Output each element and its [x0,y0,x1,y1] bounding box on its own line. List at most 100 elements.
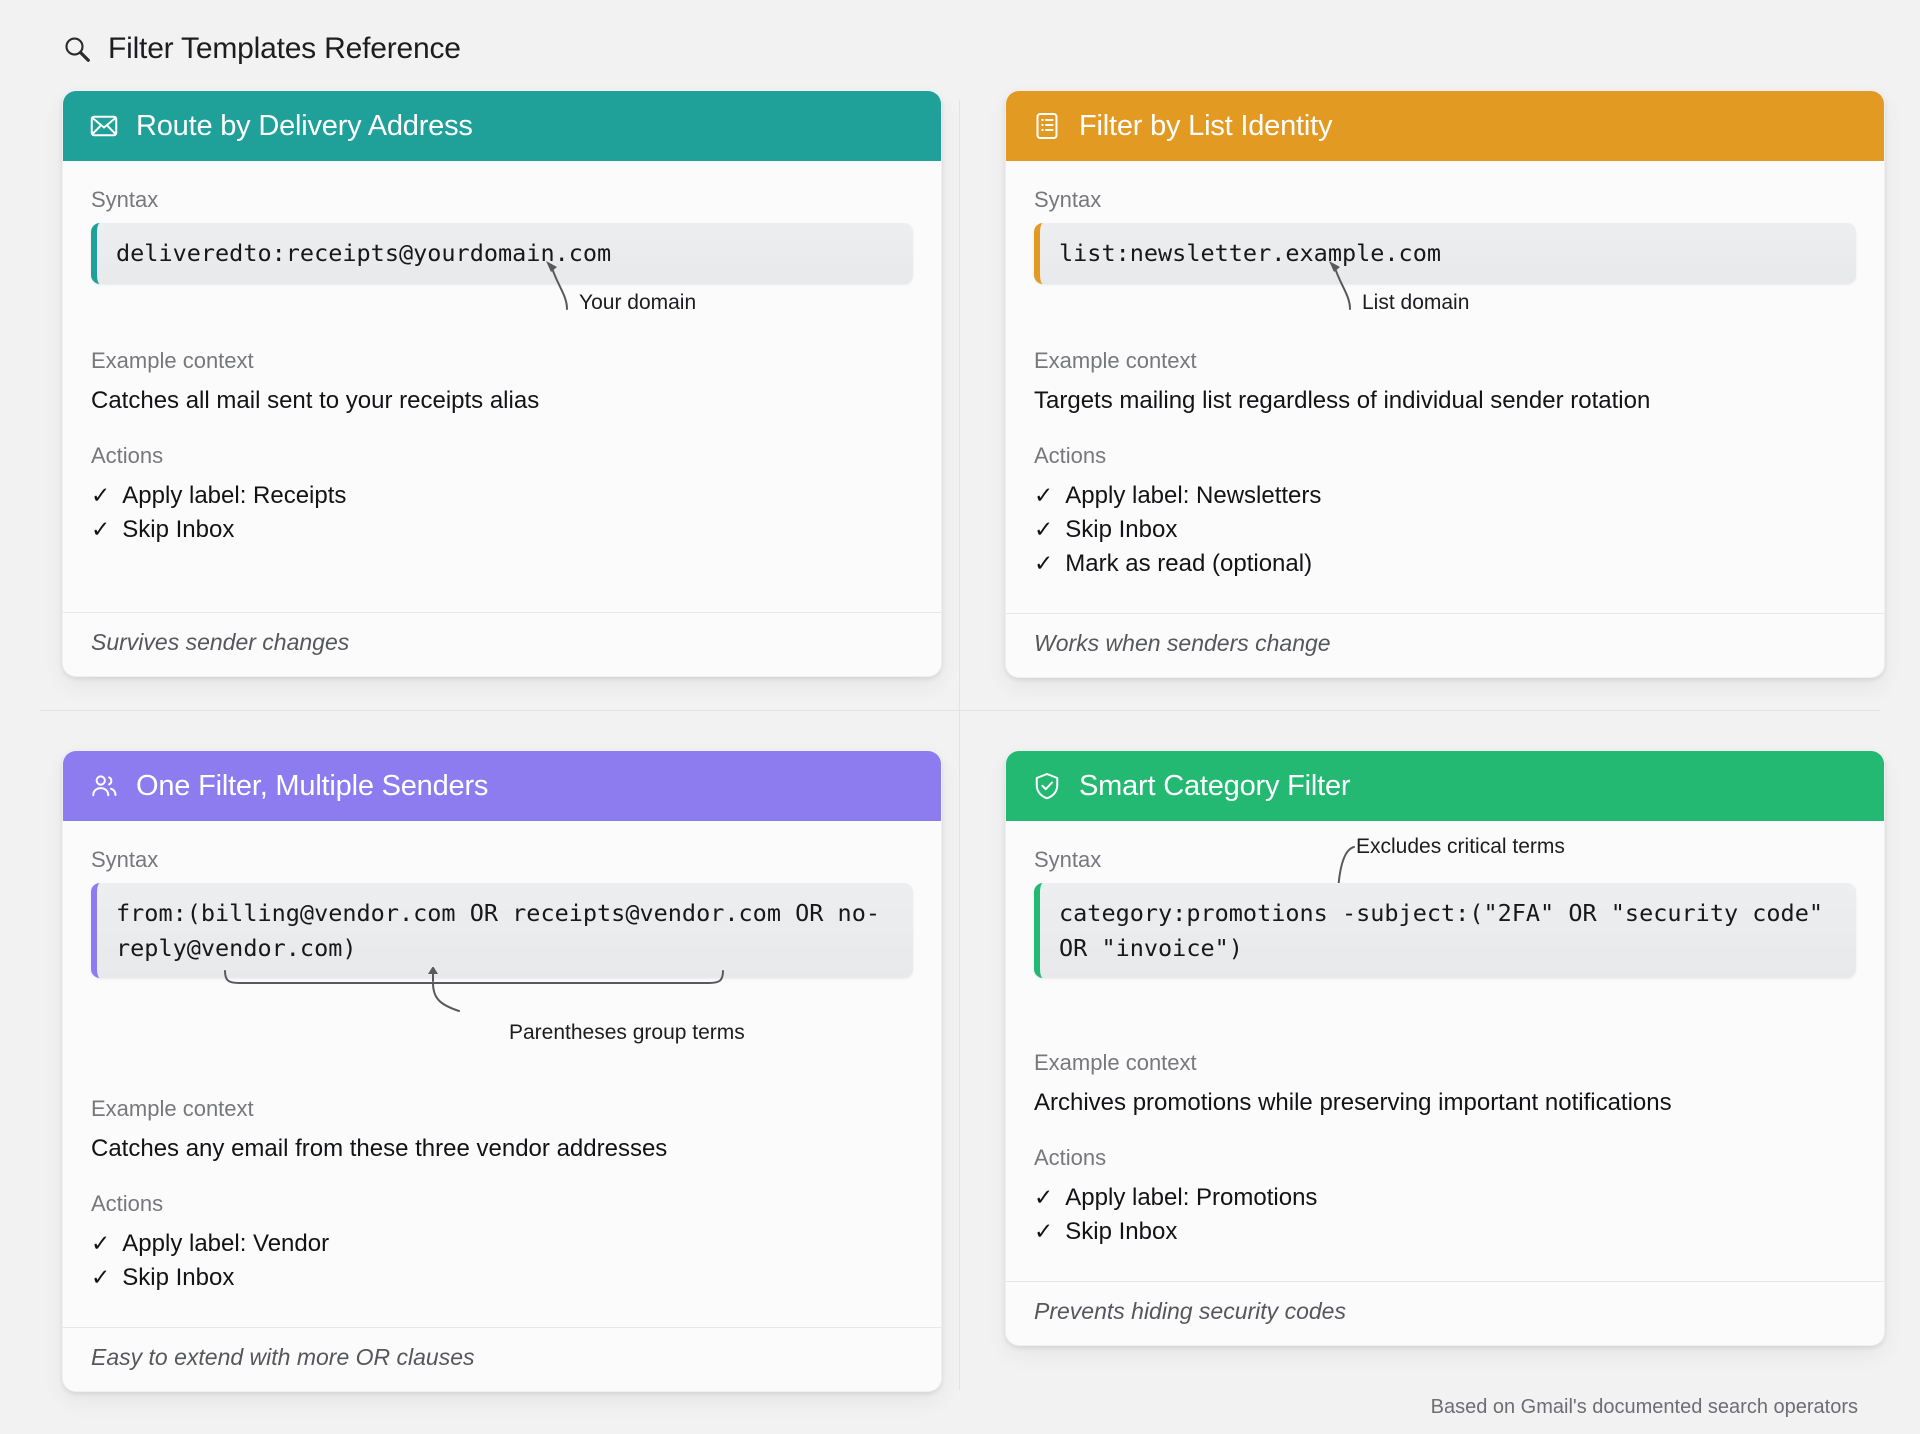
check-icon: ✓ [91,481,111,508]
card-header: One Filter, Multiple Senders [63,751,941,821]
card-header: Smart Category Filter [1006,751,1884,821]
card-title: Smart Category Filter [1079,769,1351,802]
action-label: Apply label: Receipts [122,481,347,509]
example-context-label: Example context [1034,347,1197,373]
syntax-code[interactable]: category:promotions -subject:("2FA" OR "… [1034,883,1856,979]
card-footer-note: Prevents hiding security codes [1034,1298,1346,1325]
card-title: One Filter, Multiple Senders [136,769,489,802]
list-document-icon [1032,111,1062,141]
actions-label: Actions [91,1191,164,1217]
envelope-icon [89,111,119,141]
page-caption: Based on Gmail's documented search opera… [1430,1396,1858,1418]
filter-card-one-filter-multiple-senders[interactable]: One Filter, Multiple Senders Syntax from… [62,750,942,1393]
example-context-text: Catches all mail sent to your receipts a… [91,386,540,414]
actions-spacer [91,550,913,588]
action-item: ✓ Mark as read (optional) [1034,550,1856,578]
action-label: Skip Inbox [1065,515,1178,543]
actions-spacer [1034,1252,1856,1257]
action-label: Apply label: Newsletters [1065,481,1322,509]
example-context-text: Targets mailing list regardless of indiv… [1034,386,1651,414]
syntax-label: Syntax [91,847,159,872]
people-icon [89,771,119,801]
search-icon [62,34,92,64]
filter-card-filter-by-list-identity[interactable]: Filter by List Identity Syntax list:news… [1005,90,1885,678]
example-context-text: Catches any email from these three vendo… [91,1135,668,1163]
action-label: Skip Inbox [1065,1218,1178,1246]
annotation-spacer [1034,978,1856,1050]
cards-grid: Route by Delivery Address Syntax deliver… [0,90,1920,1393]
check-icon: ✓ [91,1230,111,1257]
syntax-code[interactable]: from:(billing@vendor.com OR receipts@ven… [91,883,913,979]
card-footer-note: Easy to extend with more OR clauses [91,1344,475,1371]
action-item: ✓ Skip Inbox [91,1264,913,1292]
filter-card-smart-category-filter[interactable]: Smart Category Filter Syntax Excludes cr… [1005,750,1885,1347]
action-label: Mark as read (optional) [1065,549,1313,577]
action-item: ✓ Apply label: Newsletters [1034,482,1856,510]
syntax-block: deliveredto:receipts@yourdomain.com Your… [91,223,913,314]
quadrant-2: Filter by List Identity Syntax list:news… [1005,90,1885,678]
actions-list: ✓ Apply label: Promotions ✓ Skip Inbox [1034,1184,1856,1246]
action-item: ✓ Apply label: Receipts [91,482,913,510]
card-footer-note: Survives sender changes [91,628,350,655]
check-icon: ✓ [1034,481,1054,508]
action-item: ✓ Skip Inbox [1034,516,1856,544]
syntax-code[interactable]: list:newsletter.example.com [1034,223,1856,284]
grid-divider-horizontal [40,710,1880,711]
action-label: Skip Inbox [122,1264,235,1292]
annotation-spacer [91,284,913,348]
card-header: Route by Delivery Address [63,91,941,161]
syntax-code[interactable]: deliveredto:receipts@yourdomain.com [91,223,913,284]
check-icon: ✓ [1034,1218,1054,1245]
card-footer: Prevents hiding security codes [1006,1281,1884,1345]
card-body: Syntax list:newsletter.example.com List … [1006,161,1884,595]
card-footer: Easy to extend with more OR clauses [63,1327,941,1391]
syntax-block: category:promotions -subject:("2FA" OR "… [1034,883,1856,979]
example-context-text: Archives promotions while preserving imp… [1034,1089,1672,1117]
syntax-block: from:(billing@vendor.com OR receipts@ven… [91,883,913,1044]
actions-spacer [1034,584,1856,589]
action-item: ✓ Apply label: Promotions [1034,1184,1856,1212]
page-title: Filter Templates Reference [108,32,461,65]
page-header: Filter Templates Reference [62,32,461,66]
check-icon: ✓ [91,1264,111,1291]
action-item: ✓ Apply label: Vendor [91,1230,913,1258]
check-icon: ✓ [1034,1184,1054,1211]
syntax-label: Syntax [1034,847,1102,872]
action-label: Apply label: Vendor [122,1230,330,1258]
syntax-block: list:newsletter.example.com List domain [1034,223,1856,314]
shield-check-icon [1032,771,1062,801]
actions-list: ✓ Apply label: Newsletters ✓ Skip Inbox … [1034,482,1856,578]
card-header: Filter by List Identity [1006,91,1884,161]
card-title: Route by Delivery Address [136,109,473,142]
action-item: ✓ Skip Inbox [1034,1218,1856,1246]
syntax-label: Syntax [1034,187,1102,212]
grid-divider-vertical [959,100,960,1390]
actions-spacer [91,1298,913,1303]
actions-list: ✓ Apply label: Receipts ✓ Skip Inbox [91,482,913,544]
actions-label: Actions [91,442,164,468]
card-footer-note: Works when senders change [1034,629,1331,656]
action-label: Apply label: Promotions [1065,1184,1318,1212]
quadrant-3: One Filter, Multiple Senders Syntax from… [62,750,942,1393]
quadrant-1: Route by Delivery Address Syntax deliver… [62,90,942,677]
syntax-label: Syntax [91,187,159,212]
annotation-label: Parentheses group terms [509,1021,745,1044]
annotation-label: List domain [1362,291,1470,314]
annotation-spacer [91,978,913,1096]
annotation-label: Your domain [579,291,697,314]
card-body: Syntax deliveredto:receipts@yourdomain.c… [63,161,941,594]
card-footer: Survives sender changes [63,611,941,676]
actions-label: Actions [1034,1145,1107,1171]
card-body: Syntax Excludes critical terms category:… [1006,821,1884,1263]
card-body: Syntax from:(billing@vendor.com OR recei… [63,821,941,1309]
action-item: ✓ Skip Inbox [91,516,913,544]
action-label: Skip Inbox [122,515,235,543]
quadrant-4: Smart Category Filter Syntax Excludes cr… [1005,750,1885,1347]
actions-label: Actions [1034,442,1107,468]
example-context-label: Example context [91,347,254,373]
filter-card-route-by-delivery-address[interactable]: Route by Delivery Address Syntax deliver… [62,90,942,677]
actions-list: ✓ Apply label: Vendor ✓ Skip Inbox [91,1230,913,1292]
example-context-label: Example context [91,1096,254,1122]
card-footer: Works when senders change [1006,612,1884,677]
card-title: Filter by List Identity [1079,109,1333,142]
